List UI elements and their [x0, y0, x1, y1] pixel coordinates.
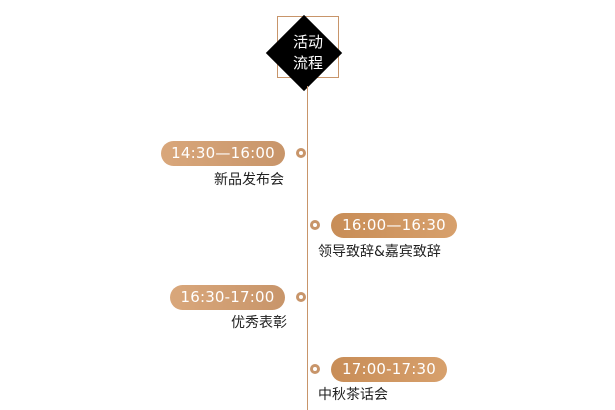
time-pill-2: 16:00—16:30 — [331, 213, 457, 238]
time-pill-4: 17:00-17:30 — [331, 357, 447, 382]
header-title-line-1: 活动 — [292, 33, 323, 51]
header-title: 活动 流程 — [277, 22, 339, 84]
timeline-item-title-3: 优秀表彰 — [231, 315, 287, 331]
timeline-item-title-4: 中秋茶话会 — [318, 387, 388, 403]
timeline-item-title-1: 新品发布会 — [214, 172, 284, 188]
time-pill-1: 14:30—16:00 — [161, 141, 285, 166]
timeline-dot-3-icon — [296, 292, 306, 302]
activity-flow-header: 活动 流程 — [265, 14, 351, 102]
timeline-dot-1-icon — [296, 148, 306, 158]
time-pill-3: 16:30-17:00 — [170, 285, 285, 310]
timeline-dot-2-icon — [310, 220, 320, 230]
timeline-line — [307, 86, 308, 410]
header-title-line-2: 流程 — [292, 54, 323, 72]
timeline-dot-4-icon — [310, 364, 320, 374]
timeline-item-title-2: 领导致辞&嘉宾致辞 — [318, 244, 441, 260]
